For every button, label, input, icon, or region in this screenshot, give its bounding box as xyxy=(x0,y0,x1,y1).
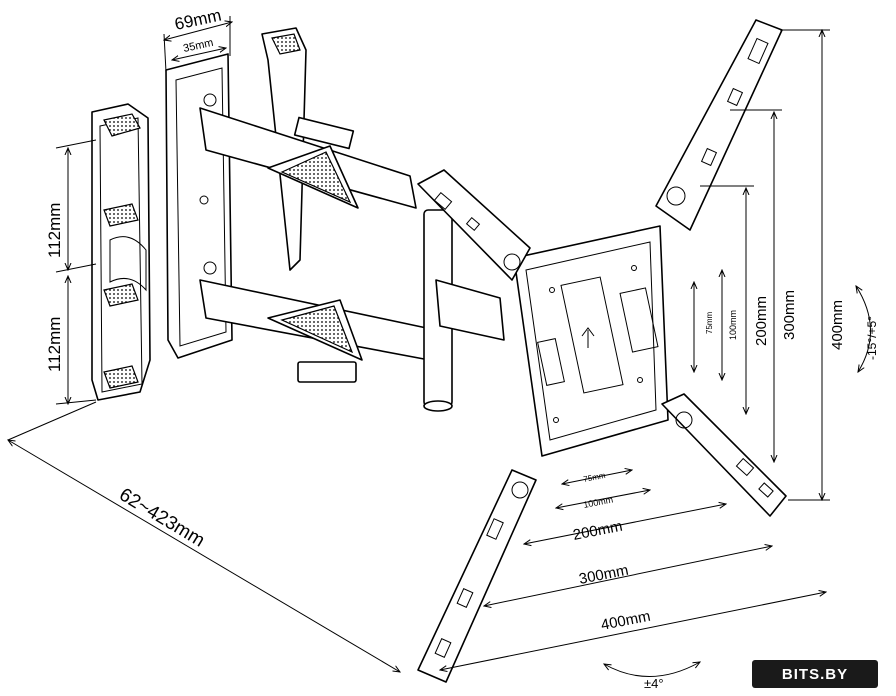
label-swivel: ±4° xyxy=(644,676,664,691)
label-h300mm: 300mm xyxy=(578,562,630,588)
label-h100mm: 100mm xyxy=(582,494,613,510)
label-h75mm: 75mm xyxy=(583,471,607,484)
tv-plate xyxy=(513,225,669,457)
label-62-423mm: 62~423mm xyxy=(115,484,208,551)
bits-by-watermark: BITS.BY xyxy=(752,660,878,688)
watermark-text: BITS.BY xyxy=(781,665,849,683)
adapter-arm-bottom-right xyxy=(661,393,787,517)
upper-arm xyxy=(199,107,417,209)
label-112mm-upper: 112mm xyxy=(45,203,64,258)
label-35mm: 35mm xyxy=(182,37,214,55)
label-tilt: -15°/+5° xyxy=(865,316,879,360)
label-v200mm: 200mm xyxy=(753,296,770,346)
label-69mm: 69mm xyxy=(173,6,223,34)
label-v400mm: 400mm xyxy=(829,300,846,350)
label-v300mm: 300mm xyxy=(781,290,798,340)
pivot-column xyxy=(423,209,505,412)
dimension-lines xyxy=(8,16,871,677)
label-112mm-lower: 112mm xyxy=(45,317,64,372)
label-h200mm: 200mm xyxy=(572,518,624,544)
lower-arm xyxy=(199,279,441,383)
label-h400mm: 400mm xyxy=(600,608,652,634)
adapter-arm-top-left xyxy=(417,169,531,281)
label-v100mm: 100mm xyxy=(728,310,738,340)
adapter-arm-bottom-left xyxy=(417,469,537,683)
wall-plate xyxy=(91,103,151,401)
label-v75mm: 75mm xyxy=(705,311,714,334)
adapter-arm-top-right xyxy=(655,19,783,231)
